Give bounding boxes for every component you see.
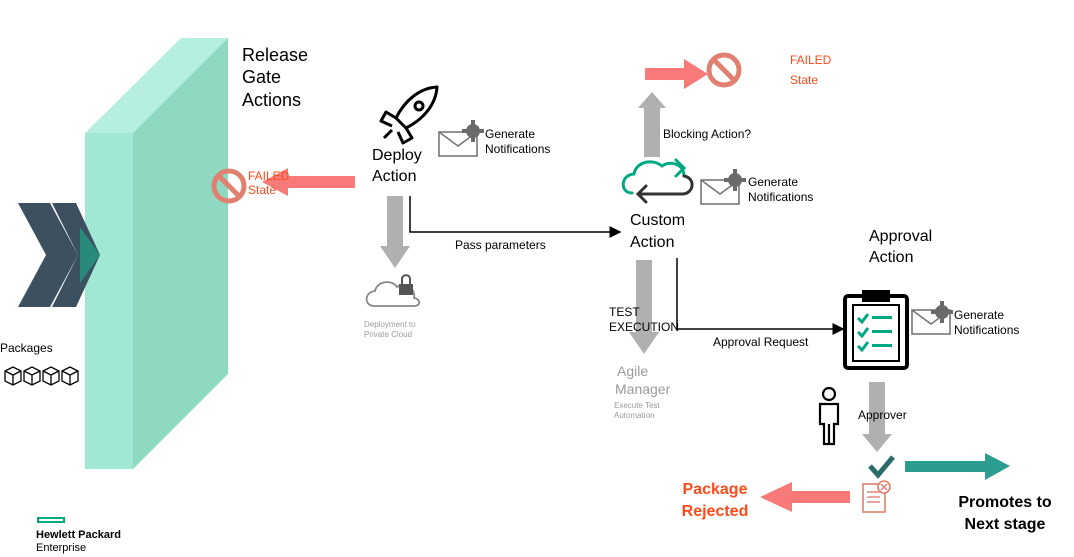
failed-top-label-line1: FAILED	[790, 53, 832, 67]
approved-check-icon	[868, 455, 895, 479]
custom-action-label-line2: Action	[630, 234, 675, 251]
failed-top-label-line2: State	[790, 73, 819, 87]
agile-manager-line2: Manager	[615, 381, 671, 397]
notify-label-approval-line1: Generate	[954, 308, 1005, 322]
agile-manager-sub2: Automation	[614, 411, 655, 420]
cloud-sync-icon	[621, 158, 694, 204]
agile-manager-line1: Agile	[617, 363, 649, 379]
package-rejected-line2: Rejected	[681, 503, 749, 520]
test-execution-label-line2: EXECUTION	[609, 320, 680, 334]
approval-action-label-line1: Approval	[869, 228, 933, 245]
blocking-action-label: Blocking Action?	[663, 127, 752, 141]
failed-left-arrow	[262, 168, 355, 196]
failed-top-arrow	[645, 59, 708, 89]
hpe-logo-line2: Enterprise	[36, 542, 87, 554]
deploy-action-label-line2: Action	[372, 168, 417, 185]
hpe-logo-icon	[37, 517, 65, 523]
release-gate-wall	[85, 38, 228, 469]
packages-cubes-icon	[4, 366, 79, 386]
cloud-lock-icon	[365, 274, 421, 307]
approver-person-icon	[818, 386, 840, 446]
rocket-icon	[379, 85, 439, 145]
failed-left-prohibited-icon	[211, 168, 247, 204]
notify-label-custom-line2: Notifications	[748, 190, 814, 204]
deploy-to-cloud-arrow	[380, 196, 410, 268]
hpe-logo-line1: Hewlett Packard	[36, 529, 121, 541]
cloud-caption-line1: Deployment to	[364, 320, 416, 329]
notify-label-approval-line2: Notifications	[954, 323, 1020, 337]
notify-label-deploy-line2: Notifications	[485, 142, 551, 156]
agile-manager-sub1: Execute Test	[614, 401, 660, 410]
promotes-line2: Next stage	[964, 516, 1046, 533]
custom-action-label-line1: Custom	[630, 212, 686, 229]
promote-arrow	[905, 453, 1010, 480]
package-rejected-line1: Package	[682, 481, 748, 498]
test-execution-arrow	[629, 260, 659, 354]
failed-left-label-line1: FAILED	[248, 169, 290, 183]
release-gate-title-line2: Gate	[242, 67, 282, 87]
cloud-caption-line2: Private Cloud	[364, 330, 413, 339]
gear-icon	[462, 120, 484, 142]
approval-down-arrow	[862, 382, 892, 452]
pass-parameters-line	[409, 196, 622, 238]
notify-label-deploy-line1: Generate	[485, 127, 536, 141]
release-gate-title-line1: Release	[242, 45, 309, 65]
release-gate-title-line3: Actions	[242, 90, 302, 110]
clipboard-checklist-icon	[843, 290, 909, 370]
gear-icon	[931, 301, 953, 323]
gear-icon	[724, 169, 746, 191]
pass-parameters-label: Pass parameters	[455, 238, 546, 252]
promotes-line1: Promotes to	[958, 494, 1052, 511]
blocking-up-arrow	[638, 92, 666, 157]
package-rejected-arrow	[760, 482, 850, 512]
packages-chevron-icon	[18, 203, 100, 307]
approval-action-label-line2: Action	[869, 249, 914, 266]
approval-request-label: Approval Request	[713, 335, 809, 349]
rejected-document-icon	[862, 480, 891, 513]
notify-label-custom-line1: Generate	[748, 175, 799, 189]
packages-label: Packages	[0, 341, 53, 355]
failed-left-label-line2: State	[248, 183, 277, 197]
approval-request-line	[676, 258, 845, 335]
deploy-action-label-line1: Deploy	[372, 147, 422, 164]
approver-label: Approver	[858, 408, 907, 422]
test-execution-label-line1: TEST	[609, 305, 640, 319]
failed-top-prohibited-icon	[706, 52, 742, 88]
